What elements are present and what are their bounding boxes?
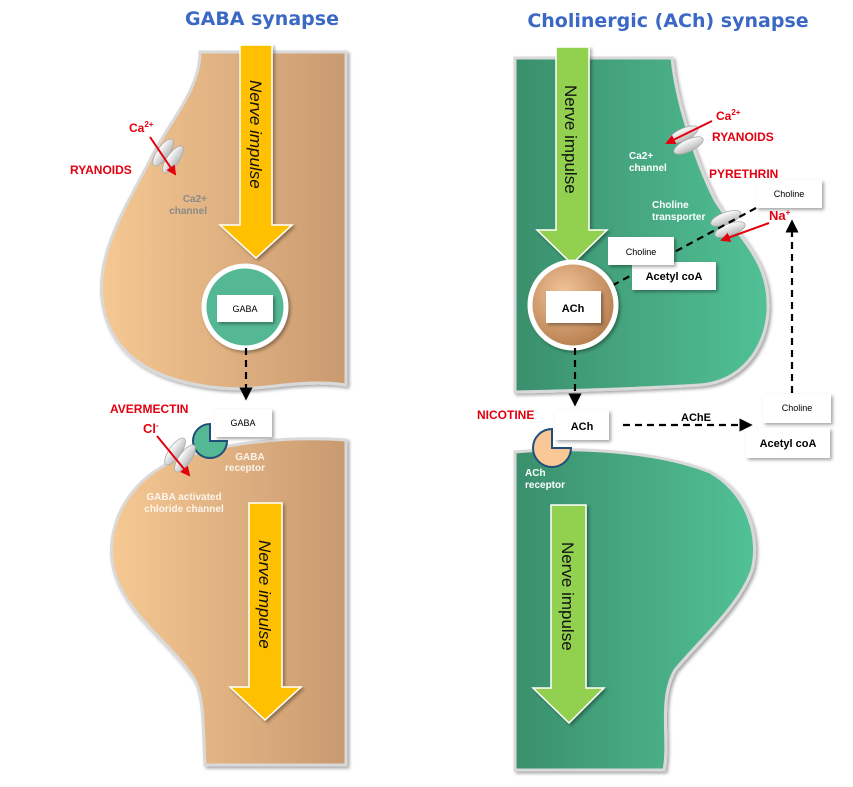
gaba-receptor-icon	[192, 422, 229, 459]
gaba-ca-channel-label-2: channel	[169, 206, 207, 217]
ach-impulse-label-top: Nerve impulse	[561, 85, 580, 194]
nicotine-label: NICOTINE	[477, 408, 534, 422]
gaba-released-box	[215, 409, 272, 437]
choline-transporter-label-2: transporter	[652, 212, 705, 223]
gaba-cl-ion: Cl-	[143, 421, 159, 436]
ach-impulse-arrow-top	[535, 46, 609, 266]
ach-choline-top-label: Choline	[774, 189, 805, 199]
chloride-channel-label-2: chloride channel	[144, 504, 224, 515]
ach-acetyl-right-label: Acetyl coA	[760, 438, 817, 450]
chloride-channel-label-1: GABA activated	[146, 492, 221, 503]
ach-receptor-label-1: ACh	[525, 468, 546, 479]
ach-vesicle-label: ACh	[562, 303, 585, 315]
na-influx-arrow	[720, 222, 770, 242]
ach-choline-inner-label: Choline	[626, 247, 657, 257]
gaba-impulse-label-bottom: Nerve impulse	[255, 540, 274, 649]
gaba-receptor-label-1: GABA	[235, 452, 264, 463]
ach-choline-inner-box	[608, 237, 674, 265]
ach-impulse-arrow-bottom	[531, 504, 606, 725]
ach-ca-influx-arrow	[665, 120, 713, 144]
ach-choline-top-box	[756, 180, 822, 208]
gaba-title: GABA synapse	[185, 8, 339, 30]
ach-acetyl-inner-box	[632, 262, 716, 290]
gaba-released-label: GABA	[230, 418, 255, 428]
ach-acetyl-right-box	[746, 428, 830, 458]
ach-ca-channel-label-2: channel	[629, 163, 667, 174]
ach-choline-right-box	[763, 394, 831, 423]
gaba-ca-influx-arrow	[149, 136, 177, 176]
ach-vesicle-box	[546, 291, 601, 323]
ach-impulse-label-bottom: Nerve impulse	[558, 542, 577, 651]
ach-receptor-label-2: receptor	[525, 480, 565, 491]
gaba-vesicle-label: GABA	[232, 304, 257, 314]
avermectin-label: AVERMECTIN	[110, 402, 188, 416]
gaba-receptor-label-2: receptor	[225, 463, 265, 474]
ach-released-box	[555, 410, 609, 440]
gaba-impulse-arrow-top	[218, 44, 294, 260]
gaba-ca-ion: Ca2+	[129, 120, 154, 135]
ache-label: AChE	[681, 412, 711, 424]
na-ion: Na+	[769, 208, 791, 223]
gaba-impulse-arrow-bottom	[228, 502, 303, 722]
ach-released-label: ACh	[571, 421, 594, 433]
choline-uptake-arrow	[601, 207, 757, 292]
gaba-ryanoids-label: RYANOIDS	[70, 163, 132, 177]
gaba-impulse-label-top: Nerve impulse	[246, 80, 265, 189]
ach-ca-channel-label-1: Ca2+	[629, 151, 653, 162]
gaba-postsynaptic-neuron	[110, 437, 348, 767]
pyrethrin-label: PYRETHRIN	[709, 167, 778, 181]
ach-choline-right-label: Choline	[782, 403, 813, 413]
ach-acetyl-inner-label: Acetyl coA	[646, 271, 703, 283]
ach-receptor-icon	[532, 427, 573, 468]
choline-transporter-label-1: Choline	[652, 200, 689, 211]
gaba-ca-channel-label-1: Ca2+	[183, 194, 207, 205]
ach-ryanoids-label: RYANOIDS	[712, 130, 774, 144]
ach-ca-ion: Ca2+	[716, 108, 741, 123]
ach-title: Cholinergic (ACh) synapse	[527, 10, 808, 32]
gaba-vesicle-box	[217, 295, 273, 322]
gaba-cl-influx-arrow	[156, 435, 191, 477]
